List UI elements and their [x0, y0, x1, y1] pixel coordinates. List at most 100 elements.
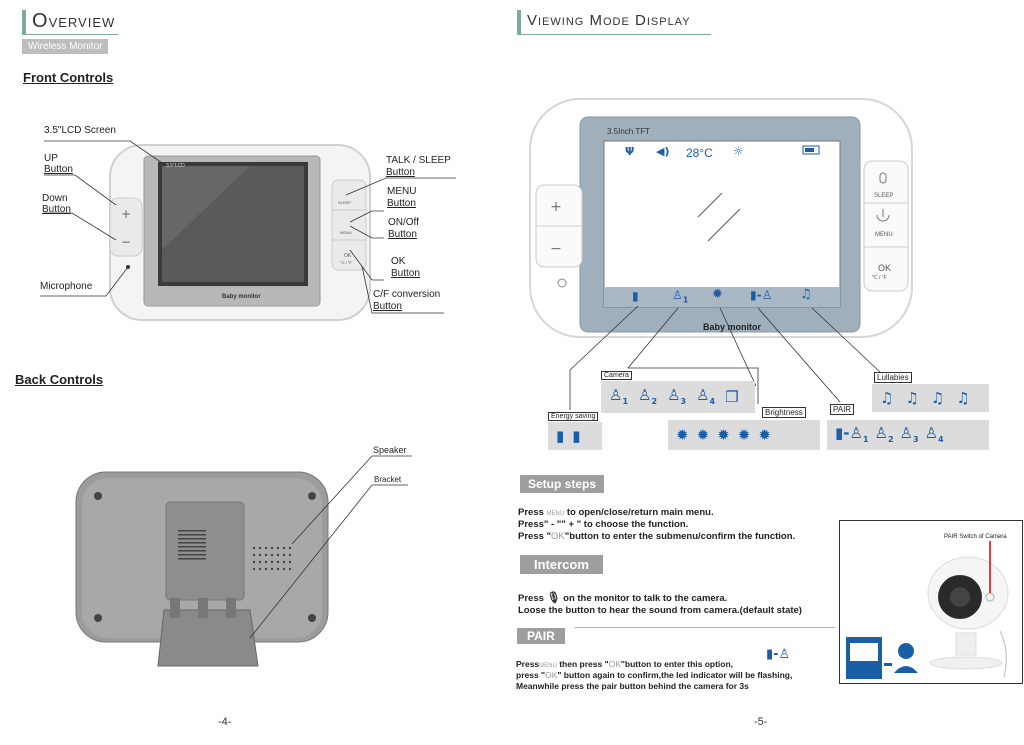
energy-saving-off-icon: ▮ — [572, 426, 581, 445]
device-brand: Baby monitor — [222, 294, 261, 300]
night-light-icon: ☼ — [733, 144, 744, 158]
speaker-volume-icon: ◀) — [656, 145, 670, 158]
pair-status-icon: ▮-♙ — [750, 288, 773, 302]
setup-steps-header: Setup steps — [520, 475, 605, 493]
label-talk-sleep-button: Button — [386, 167, 415, 178]
device-side-ok: OK — [344, 253, 352, 259]
brightness-1-icon: ✹ — [676, 425, 689, 444]
microphone-icon: 🎙 — [546, 591, 561, 604]
camera-cycle-icon: ❐ — [725, 387, 739, 406]
intercom-line-2: Loose the button to hear the sound from … — [518, 605, 802, 616]
overview-heading: OVERVIEW — [32, 10, 116, 32]
label-down: Down — [42, 193, 68, 204]
pair-divider — [575, 627, 835, 628]
svg-text:+: + — [121, 207, 131, 221]
pair-monitor-icon: ▮-♙1 — [835, 424, 869, 444]
brightness-2-icon: ✹ — [696, 425, 710, 444]
viewing-mode-heading-underline — [517, 34, 711, 35]
label-onoff: ON/Off — [388, 217, 419, 228]
energy-saving-status-icon: ▮ — [632, 289, 639, 303]
pair-line-3: Meanwhile press the pair button behind t… — [516, 681, 749, 691]
tft-label: 3.5Inch TFT — [607, 127, 650, 136]
lullaby-4-icon: ♫ — [956, 388, 970, 407]
lullaby-2-icon: ♫ — [905, 388, 919, 407]
overview-heading-bar — [22, 10, 26, 34]
back-device-illustration — [75, 471, 329, 667]
energy-saving-on-icon: ▮ — [556, 426, 565, 445]
label-talk-sleep: TALK / SLEEP — [386, 155, 451, 166]
setup-step-2: Press" - "" + " to choose the function. — [518, 519, 689, 530]
monitor-side-ok-unit: °C / °F — [872, 275, 887, 281]
pair-camera-4-icon: ♙4 — [924, 424, 944, 444]
label-bracket: Bracket — [374, 475, 402, 484]
setup-step-1: Press MENU to open/close/return main men… — [518, 507, 714, 518]
camera-status-icon: ♙1 — [672, 288, 689, 305]
setup-step-3: Press "OK"button to enter the submenu/co… — [518, 531, 796, 542]
viewing-monitor-illustration: + − — [529, 98, 913, 338]
energy-saving-options-row: ▮ ▮ — [548, 422, 602, 450]
pair-options-row: ▮-♙1 ♙2 ♙3 ♙4 — [827, 420, 989, 450]
pair-header: PAIR — [517, 628, 565, 644]
label-onoff-button: Button — [388, 229, 417, 240]
page-number-right: -5- — [754, 716, 768, 728]
brightness-3-icon: ✹ — [717, 425, 730, 444]
pair-camera-3-icon: ♙3 — [899, 424, 919, 444]
label-up-button: Button — [44, 164, 73, 175]
front-device-illustration: + − — [109, 144, 371, 321]
camera-options-row: ♙1 ♙2 ♙3 ♙4 ❐ — [601, 381, 755, 413]
pair-switch-caption: PAIR Switch of Camera — [944, 534, 1007, 540]
brightness-4-icon: ✹ — [737, 425, 751, 444]
monitor-side-ok: OK — [878, 263, 892, 273]
label-down-button: Button — [42, 204, 71, 215]
camera-photo-box: PAIR Switch of Camera — [839, 520, 1023, 684]
lullabies-status-icon: ♫ — [800, 287, 812, 302]
label-menu-button: Button — [387, 198, 416, 209]
device-side-menu: MENU — [340, 230, 352, 235]
label-microphone: Microphone — [40, 281, 93, 292]
viewing-mode-heading: Viewing Mode Display — [527, 12, 691, 29]
callout-lullabies: Lullabies — [874, 372, 912, 383]
pair-inline-icon: ▮-♙ — [766, 647, 791, 662]
front-callout-lines — [40, 140, 456, 314]
device-screen-tag: 3.5"LCD — [166, 163, 185, 169]
monitor-brand: Baby monitor — [703, 322, 762, 332]
pair-camera-2-icon: ♙2 — [874, 424, 894, 444]
page-number-left: -4- — [218, 716, 232, 728]
label-menu: MENU — [387, 186, 417, 197]
wireless-monitor-tag: Wireless Monitor — [22, 39, 109, 54]
camera-3-icon: ♙3 — [667, 386, 687, 406]
camera-1-icon: ♙1 — [609, 386, 629, 406]
camera-photo — [846, 541, 1009, 679]
svg-text:−: − — [121, 235, 131, 249]
back-controls-heading: Back Controls — [15, 372, 104, 387]
viewing-mode-heading-bar — [517, 10, 521, 34]
front-controls-heading: Front Controls — [23, 70, 114, 85]
temperature-readout: 28°C — [686, 146, 713, 160]
lullaby-3-icon: ♫ — [930, 388, 945, 407]
monitor-side-menu: MENU — [875, 232, 893, 238]
camera-2-icon: ♙2 — [638, 386, 658, 406]
label-ok: OK — [391, 256, 406, 267]
brightness-options-row: ✹ ✹ ✹ ✹ ✹ — [668, 420, 820, 450]
lullaby-1-icon: ♫ — [880, 388, 894, 407]
brightness-status-icon: ✹ — [712, 287, 723, 302]
label-cf-conversion: C/F conversion — [373, 289, 441, 300]
monitor-side-sleep: SLEEP — [874, 193, 894, 199]
callout-brightness: Brightness — [762, 407, 806, 418]
pair-line-2: press "OK" button again to confirm,the l… — [516, 670, 793, 680]
callout-camera: Camera — [601, 371, 632, 380]
svg-text:+: + — [550, 199, 562, 215]
intercom-header: Intercom — [520, 555, 603, 574]
pair-line-1: PressMENU then press "OK"button to enter… — [516, 659, 734, 669]
label-cf-conversion-button: Button — [373, 301, 402, 312]
device-side-sleep: SLEEP — [338, 200, 351, 205]
lullabies-options-row: ♫ ♫ ♫ ♫ — [872, 384, 989, 412]
callout-pair: PAIR — [830, 404, 855, 415]
brightness-5-icon: ✹ — [758, 425, 771, 444]
label-speaker: Speaker — [373, 445, 407, 455]
label-lcd-screen: 3.5"LCD Screen — [44, 125, 116, 136]
callout-energy-saving: Energy saving — [548, 412, 599, 421]
device-side-ok-unit: °C / °F — [340, 260, 352, 265]
label-up: UP — [44, 153, 58, 164]
label-ok-button: Button — [391, 268, 420, 279]
